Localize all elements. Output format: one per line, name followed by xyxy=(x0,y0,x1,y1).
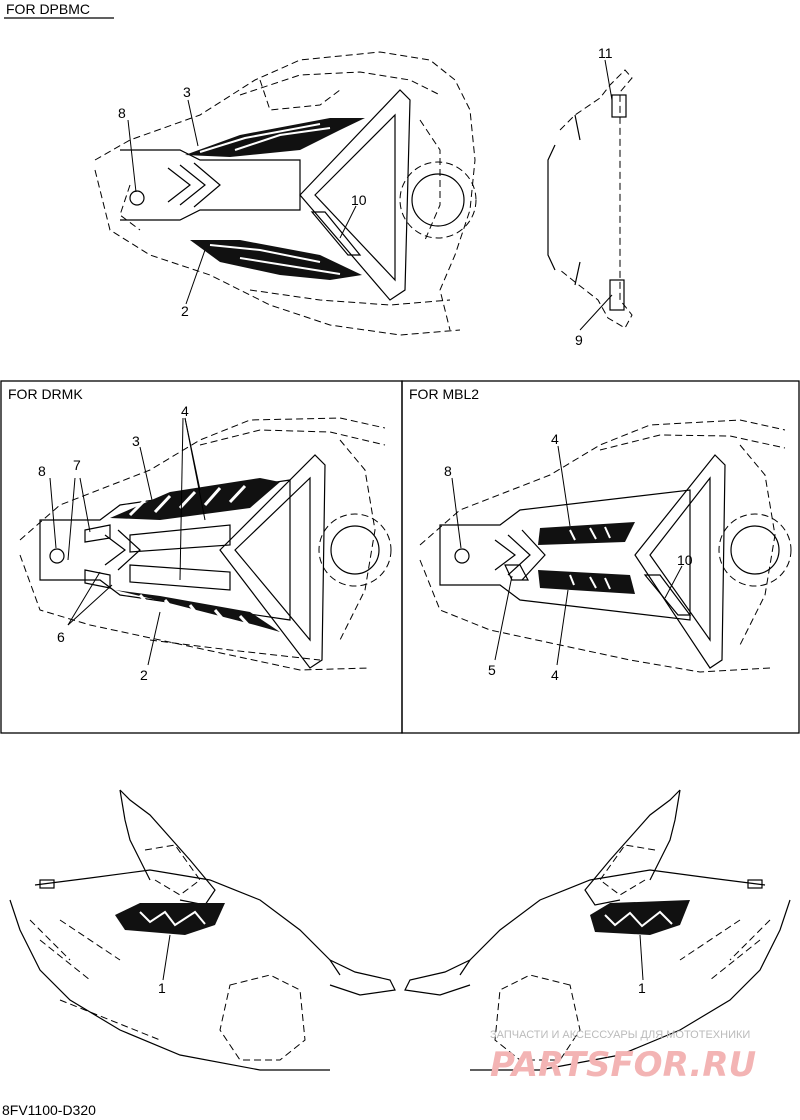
leader-line xyxy=(139,446,153,501)
leader-line xyxy=(604,59,613,101)
callout-number: 4 xyxy=(551,431,559,447)
leader-line xyxy=(147,611,161,666)
hood-top-view-mbl2 xyxy=(419,419,792,673)
callout-number: 10 xyxy=(677,552,693,568)
hood-top-view-drmk xyxy=(19,417,392,671)
callout-number: 1 xyxy=(638,980,646,996)
panel-decal-4 xyxy=(129,524,231,553)
leader-line xyxy=(179,417,184,581)
callout-number: 4 xyxy=(181,403,189,419)
callout-number: 2 xyxy=(140,667,148,683)
small-decal-10 xyxy=(643,574,692,616)
leader-line xyxy=(494,575,513,661)
leader-line xyxy=(185,249,206,305)
leader-line xyxy=(557,445,571,527)
section-title-dpbmc: FOR DPBMC xyxy=(6,1,90,17)
callout-number: 11 xyxy=(598,45,613,61)
label-decal-9 xyxy=(609,279,625,311)
side-panel-left xyxy=(9,789,396,1071)
stripe-decal-3 xyxy=(110,478,280,520)
small-decal-5 xyxy=(504,564,529,581)
callout-number: 10 xyxy=(351,192,367,208)
watermark-tagline: ЗАПЧАСТИ И АКСЕССУАРЫ ДЛЯ МОТОТЕХНИКИ xyxy=(490,1029,750,1041)
callout-number: 8 xyxy=(444,463,452,479)
watermark: ЗАПЧАСТИ И АКСЕССУАРЫ ДЛЯ МОТОТЕХНИКИ PA… xyxy=(490,1029,756,1085)
section-drmk: FOR DRMK xyxy=(8,386,392,683)
section-dpbmc: FOR DPBMC xyxy=(4,1,633,348)
callout-number: 1 xyxy=(158,980,166,996)
leader-line xyxy=(187,99,199,147)
hood-top-view-dpbmc xyxy=(94,51,477,336)
callout-number: 2 xyxy=(181,303,189,319)
small-decal-7 xyxy=(84,524,111,543)
circle-decal xyxy=(454,548,470,564)
circle-decal xyxy=(49,548,65,564)
diagram-code: 8FV1100-D320 xyxy=(2,1102,96,1118)
callout-number: 9 xyxy=(575,332,583,348)
leader-line xyxy=(339,205,357,239)
callout-number: 8 xyxy=(38,463,46,479)
section-title-mbl2: FOR MBL2 xyxy=(409,386,479,402)
callout-number: 7 xyxy=(73,457,81,473)
callout-number: 3 xyxy=(183,84,191,100)
section-title-drmk: FOR DRMK xyxy=(8,386,83,402)
label-decal-11 xyxy=(611,94,627,118)
leader-line xyxy=(451,477,462,549)
leader-line xyxy=(67,584,113,626)
watermark-brand-part: FOR xyxy=(610,1045,689,1085)
watermark-brand-part: PARTS xyxy=(490,1045,610,1085)
logo-emblem-decal xyxy=(590,900,690,935)
leader-line xyxy=(67,571,101,626)
leader-line xyxy=(49,477,57,549)
circle-decal xyxy=(129,190,145,206)
callout-number: 6 xyxy=(57,629,65,645)
section-box-mbl2 xyxy=(401,380,800,734)
hood-side-view-dpbmc xyxy=(547,69,633,329)
speckled-stripe-decal-4 xyxy=(538,522,635,545)
callout-number: 8 xyxy=(118,105,126,121)
leader-line xyxy=(664,565,683,599)
leader-line xyxy=(127,119,137,193)
callout-number: 5 xyxy=(488,662,496,678)
leader-line xyxy=(639,934,644,981)
side-panel-right xyxy=(404,789,791,1071)
watermark-brand: PARTSFOR.RU xyxy=(490,1045,756,1085)
watermark-brand-part: .RU xyxy=(689,1045,756,1085)
leader-line xyxy=(67,477,76,561)
callout-number: 4 xyxy=(551,667,559,683)
speckled-stripe-decal-4 xyxy=(538,570,635,594)
small-decal-10 xyxy=(310,211,362,256)
leader-line xyxy=(556,589,569,666)
section-mbl2: FOR MBL2 8 4 10 xyxy=(409,386,792,683)
callout-number: 3 xyxy=(132,433,140,449)
leader-line xyxy=(79,477,91,533)
panel-decal-4 xyxy=(129,564,231,591)
leader-line xyxy=(162,934,171,981)
leader-line xyxy=(184,417,206,521)
leader-line xyxy=(579,294,613,331)
small-decal-6 xyxy=(84,569,111,589)
